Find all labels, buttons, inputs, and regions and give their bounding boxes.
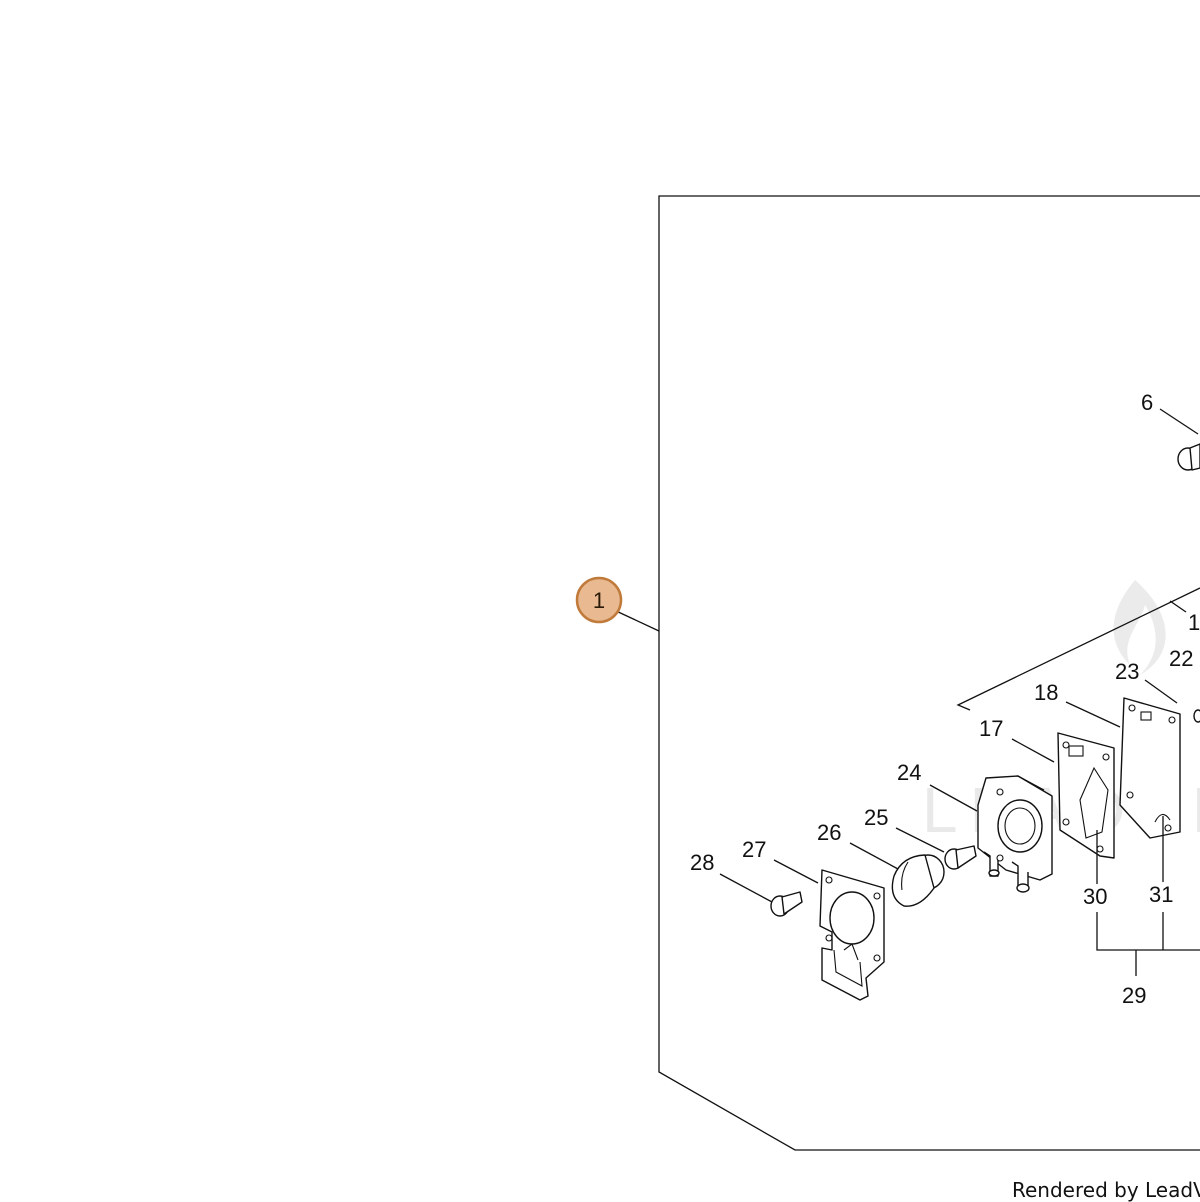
kit-bracket [956, 587, 1200, 711]
assembly-callout[interactable]: 1 [575, 576, 623, 624]
part-label-17[interactable]: 17 [979, 716, 1003, 741]
leader-17 [1011, 738, 1055, 763]
part-23-gasket[interactable] [1119, 697, 1181, 839]
watermark-flame-icon [1113, 580, 1166, 675]
leader-27 [773, 859, 819, 884]
assembly-leader-line [613, 609, 660, 632]
part-25-screw[interactable] [944, 845, 977, 870]
part-27-cover[interactable] [819, 869, 885, 1001]
part-label-22[interactable]: 22 [1169, 646, 1193, 671]
part-label-28[interactable]: 28 [690, 850, 714, 875]
leader-26 [849, 842, 899, 870]
render-credit: Rendered by LeadVentu [1012, 1178, 1200, 1202]
part-label-25[interactable]: 25 [864, 805, 888, 830]
part-26-primer-bulb[interactable] [891, 854, 945, 907]
part-22-pin[interactable] [1193, 709, 1200, 723]
part-label-6[interactable]: 6 [1141, 390, 1153, 415]
part-label-30[interactable]: 30 [1083, 884, 1107, 909]
kit-29-bracket [1096, 912, 1200, 951]
part-label-23[interactable]: 23 [1115, 659, 1139, 684]
part-6-screw[interactable] [1177, 443, 1200, 471]
leader-25 [895, 827, 945, 853]
part-label-29[interactable]: 29 [1122, 983, 1146, 1008]
assembly-boundary [658, 195, 1200, 1151]
part-label-18[interactable]: 18 [1034, 680, 1058, 705]
part-label-26[interactable]: 26 [817, 820, 841, 845]
part-24-pump-body[interactable] [977, 775, 1053, 893]
leader-18 [1065, 701, 1121, 728]
assembly-callout-label[interactable]: 1 [593, 588, 605, 613]
part-label-1x[interactable]: 1 [1188, 610, 1200, 635]
bracket-leader-1x [1169, 600, 1187, 613]
leader-23 [1144, 679, 1178, 704]
leader-24 [929, 784, 978, 812]
part-label-27[interactable]: 27 [742, 837, 766, 862]
assembly-callout-badge[interactable] [575, 576, 623, 624]
leader-6 [1159, 408, 1199, 435]
part-label-31[interactable]: 31 [1149, 882, 1173, 907]
leader-28 [719, 873, 773, 903]
part-label-24[interactable]: 24 [897, 760, 921, 785]
part-17-plate[interactable] [1057, 732, 1115, 859]
part-28-screw[interactable] [770, 891, 803, 917]
